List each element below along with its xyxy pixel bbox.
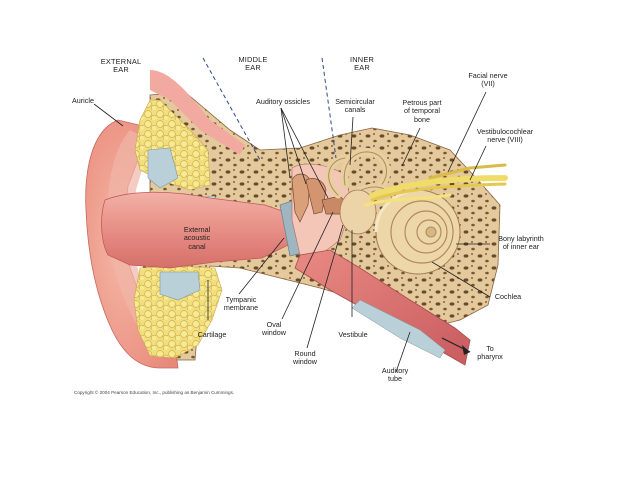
label-auricle: Auricle — [72, 96, 94, 105]
label-bony-labyrinth: Bony labyrinth of inner ear — [498, 234, 544, 252]
incus — [305, 178, 327, 215]
cochlea — [374, 188, 461, 275]
label-auditory-ossicles: Auditory ossicles — [256, 97, 310, 106]
leader-lines — [93, 91, 491, 373]
vestibule — [339, 189, 377, 235]
label-petrous-part: Petrous part of temporal bone — [402, 98, 442, 124]
label-to-pharynx: To pharynx — [477, 344, 503, 362]
divider-external-middle — [202, 57, 261, 161]
nerves — [363, 163, 508, 207]
label-tympanic-membrane: Tympanic membrane — [223, 295, 259, 313]
copyright-text: Copyright © 2004 Pearson Education, Inc.… — [74, 390, 235, 395]
label-facial-nerve: Facial nerve (VII) — [468, 71, 508, 89]
label-semicircular-canals: Semicircular canals — [335, 97, 375, 115]
section-middle-ear: MIDDLE EAR — [238, 55, 268, 73]
label-auditory-tube: Auditory tube — [381, 366, 409, 384]
section-inner-ear: INNER EAR — [350, 55, 374, 73]
divider-middle-inner — [321, 57, 337, 159]
label-external-acoustic-canal: External acoustic canal — [183, 225, 211, 251]
label-cartilage: Cartilage — [197, 330, 227, 339]
label-oval-window: Oval window — [262, 320, 286, 338]
label-vestibule: Vestibule — [338, 330, 368, 339]
label-round-window: Round window — [293, 349, 317, 367]
section-external-ear: EXTERNAL EAR — [100, 57, 142, 75]
label-cochlea: Cochlea — [494, 292, 522, 301]
label-vestibulocochlear-nerve: Vestibulocochlear nerve (VIII) — [476, 127, 534, 145]
malleus — [291, 173, 311, 223]
